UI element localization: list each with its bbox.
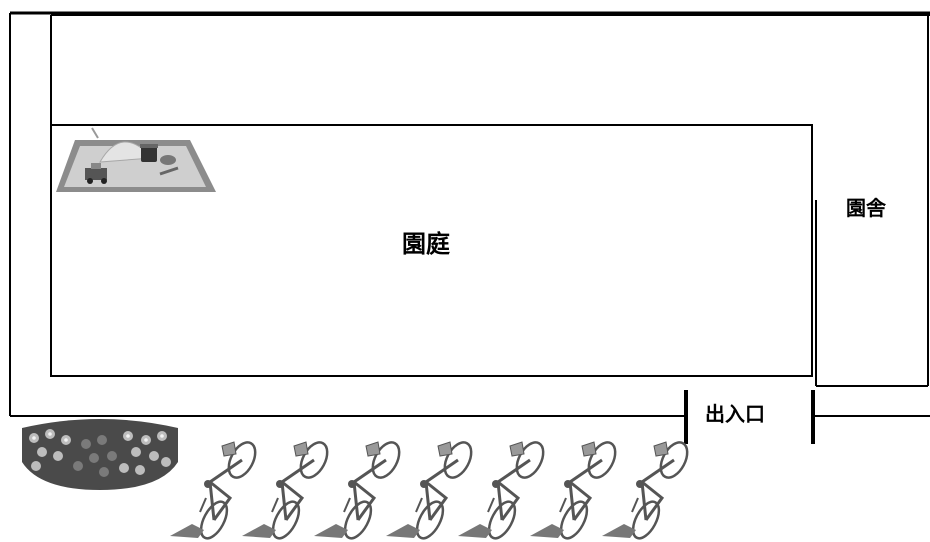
building-area (50, 14, 930, 387)
building-label: 園舎 (846, 196, 887, 220)
entrance-gate (684, 390, 815, 444)
bicycle-icon (602, 441, 689, 540)
flowerbed-icon (22, 419, 178, 490)
garden-area (50, 124, 813, 377)
garden-label: 園庭 (402, 230, 450, 258)
bicycle-icon (314, 441, 401, 540)
bicycle-icon (386, 441, 473, 540)
bicycle-icon (458, 441, 545, 540)
site-boundary (9, 11, 930, 417)
bicycle-group (170, 441, 689, 540)
entrance-label: 出入口 (705, 402, 765, 426)
bicycle-icon (170, 441, 257, 540)
bicycle-icon (530, 441, 617, 540)
sandbox-icon (56, 127, 216, 192)
bicycle-icon (242, 441, 329, 540)
